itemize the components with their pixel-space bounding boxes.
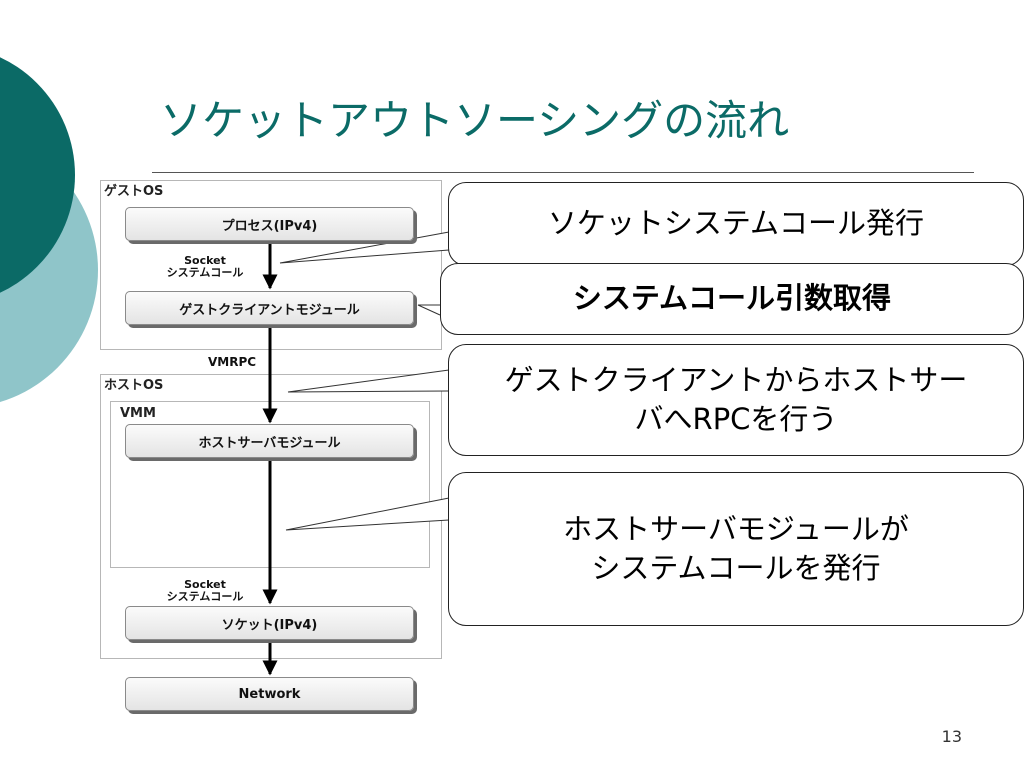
module-process: プロセス(IPv4) (125, 207, 414, 241)
callout-2-text: システムコール引数取得 (572, 281, 892, 316)
page-number: 13 (941, 727, 962, 746)
vmm-label: VMM (120, 406, 156, 421)
module-socket: ソケット(IPv4) (125, 606, 414, 640)
dark-circle (0, 57, 75, 293)
page-title: ソケットアウトソーシングの流れ (160, 96, 790, 145)
module-network: Network (125, 677, 414, 711)
callout-4: ホストサーバモジュールが システムコールを発行 (448, 472, 1024, 626)
callout-3-line1: ゲストクライアントからホストサー (504, 362, 968, 397)
host-os-label: ホストOS (104, 378, 164, 393)
callout-4-line2: システムコールを発行 (591, 551, 881, 585)
callout-1-text: ソケットシステムコール発行 (547, 206, 925, 241)
callout-3: ゲストクライアントからホストサー バへRPCを行う (448, 344, 1024, 456)
socket-call-1-line2: システムコール (166, 266, 244, 280)
callout-3-line2: バへRPCを行う (634, 402, 838, 436)
socket-call-2-line2: システムコール (166, 590, 244, 604)
socket-call-label-2: Socket システムコール (140, 578, 270, 604)
callout-1: ソケットシステムコール発行 (448, 182, 1024, 266)
vmrpc-label: VMRPC (208, 355, 257, 369)
pointer-callout-2 (417, 304, 441, 316)
module-host-server: ホストサーバモジュール (125, 424, 414, 458)
guest-os-label: ゲストOS (104, 184, 164, 199)
pointer-callout-3 (287, 369, 450, 393)
pointer-callout-4 (285, 497, 450, 531)
socket-call-label-1: Socket システムコール (140, 254, 270, 280)
callout-4-line1: ホストサーバモジュールが (563, 511, 909, 546)
socket-call-1-line1: Socket (184, 254, 226, 267)
module-guest-client: ゲストクライアントモジュール (125, 291, 414, 325)
socket-call-2-line1: Socket (184, 578, 226, 591)
title-rule (152, 172, 974, 173)
callout-2: システムコール引数取得 (440, 263, 1024, 335)
